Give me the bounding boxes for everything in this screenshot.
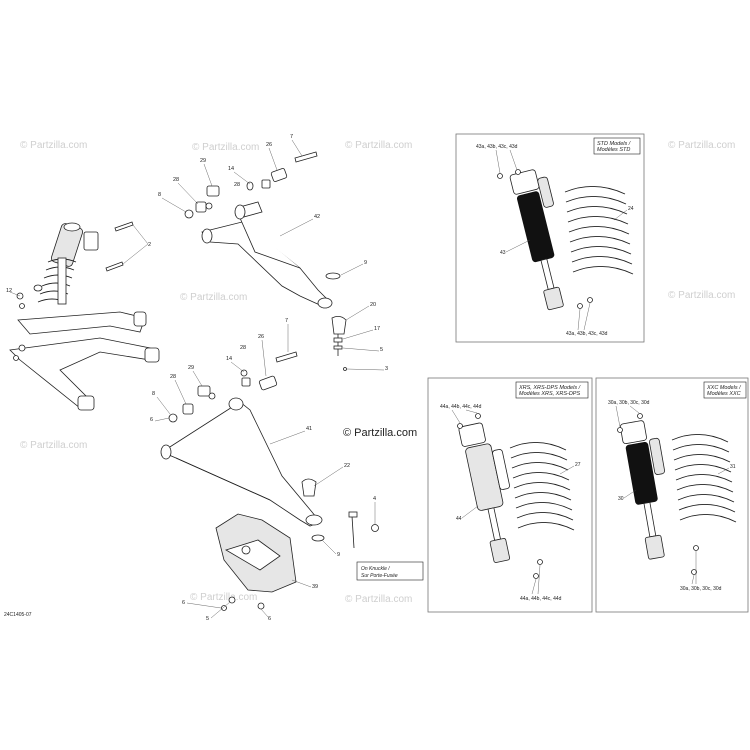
callout: 7 <box>290 134 293 140</box>
std-label-spring: 24 <box>628 206 634 212</box>
callout: 6 <box>150 417 153 423</box>
xrs-title-2: Modèles XRS, XRS-DPS <box>519 391 580 397</box>
callout: 5 <box>206 616 209 622</box>
callout: 12 <box>6 288 12 294</box>
callout: 14 <box>226 356 232 362</box>
callout: 8 <box>158 192 161 198</box>
callout: 28 <box>240 345 246 351</box>
watermark: © Partzilla.com <box>180 292 247 303</box>
callout: 5 <box>380 347 383 353</box>
lower-a-arm-group <box>160 351 379 611</box>
bolt-set-left: 2 <box>105 221 151 272</box>
std-title-2: Modèles STD <box>597 147 630 153</box>
watermark: © Partzilla.com <box>190 592 257 603</box>
lower-callouts: 7 26 28 14 29 28 8 6 41 22 4 9 39 6 5 6 <box>150 318 376 622</box>
xrs-models-box: XRS, XRS-DPS Models / Modèles XRS, XRS-D… <box>427 377 593 613</box>
std-label-top: 43a, 43b, 43c, 43d <box>476 144 518 150</box>
callout: 7 <box>285 318 288 324</box>
callout: 28 <box>173 177 179 183</box>
xxc-title-1: XXC Models / <box>706 385 741 391</box>
upper-callouts: 7 26 14 29 28 28 8 42 9 20 17 5 3 <box>158 134 388 372</box>
callout: 39 <box>312 584 318 590</box>
callout: 2 <box>148 242 151 248</box>
callout: 6 <box>268 616 271 622</box>
callout: 8 <box>152 391 155 397</box>
callout: 29 <box>188 365 194 371</box>
xrs-label-spring: 27 <box>575 462 581 468</box>
std-label-bottom: 43a, 43b, 43c, 43d <box>566 331 608 337</box>
watermark: © Partzilla.com <box>345 594 412 605</box>
knuckle-note-line2: Sur Porte-Fusée <box>361 573 398 579</box>
callout: 26 <box>266 142 272 148</box>
watermark: © Partzilla.com <box>20 440 87 451</box>
watermark: © Partzilla.com <box>345 140 412 151</box>
knuckle-note: On Knuckle / Sur Porte-Fusée <box>356 561 424 581</box>
callout: 42 <box>314 214 320 220</box>
xxc-label-spring: 31 <box>730 464 736 470</box>
std-models-box: STD Models / Modèles STD 43a, 43b, 43c, … <box>455 133 645 343</box>
upper-a-arm-group <box>184 151 347 371</box>
xrs-label-bottom: 44a, 44b, 44c, 44d <box>520 596 562 602</box>
xxc-models-box: XXC Models / Modèles XXC 30a, 30b, 30c, … <box>595 377 749 613</box>
assembled-suspension <box>9 222 160 411</box>
xrs-title-1: XRS, XRS-DPS Models / <box>518 385 581 391</box>
xxc-label-bottom: 30a, 30b, 30c, 30d <box>680 586 722 592</box>
callout: 22 <box>344 463 350 469</box>
diagram-code: 24C1405-07 <box>4 612 32 618</box>
knuckle-note-line1: On Knuckle / <box>361 566 390 572</box>
watermark: © Partzilla.com <box>192 142 259 153</box>
callout: 9 <box>337 552 340 558</box>
xrs-label-top: 44a, 44b, 44c, 44d <box>440 404 482 410</box>
callout: 14 <box>228 166 234 172</box>
callout: 17 <box>374 326 380 332</box>
callout: 28 <box>170 374 176 380</box>
xxc-label-shock: 30 <box>618 496 624 502</box>
std-title-1: STD Models / <box>597 141 631 147</box>
callout: 26 <box>258 334 264 340</box>
callout: 9 <box>364 260 367 266</box>
xrs-label-shock: 44 <box>456 516 462 522</box>
callout: 29 <box>200 158 206 164</box>
watermark: © Partzilla.com <box>668 290 735 301</box>
callout: 20 <box>370 302 376 308</box>
watermark: © Partzilla.com <box>20 140 87 151</box>
callout: 28 <box>234 182 240 188</box>
std-label-shock: 43 <box>500 250 506 256</box>
xxc-label-top: 30a, 30b, 30c, 30d <box>608 400 650 406</box>
watermark-center: © Partzilla.com <box>343 427 417 439</box>
xxc-title-2: Modèles XXC <box>707 391 741 397</box>
callout: 4 <box>373 496 376 502</box>
watermark: © Partzilla.com <box>668 140 735 151</box>
callout: 6 <box>182 600 185 606</box>
callout: 41 <box>306 426 312 432</box>
callout: 3 <box>385 366 388 372</box>
